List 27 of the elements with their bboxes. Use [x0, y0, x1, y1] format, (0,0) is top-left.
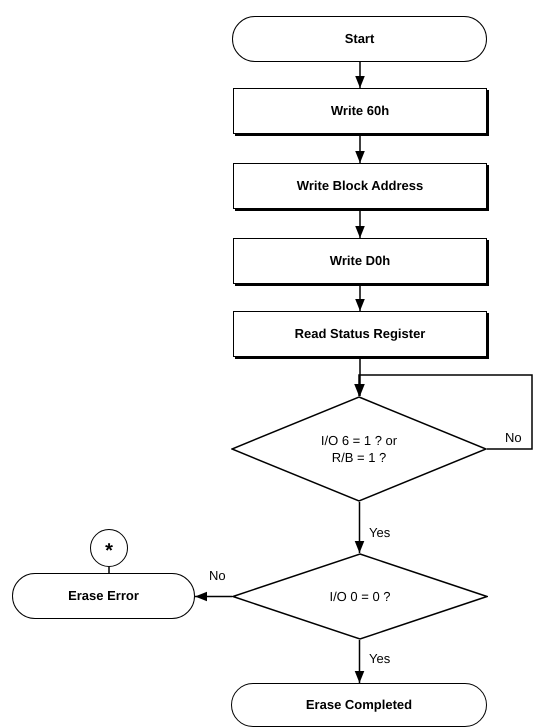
arrow [354, 640, 364, 683]
terminal-box [231, 683, 487, 727]
arrow [354, 374, 533, 450]
node-text: Erase Completed [306, 696, 412, 714]
node-text: * [105, 541, 113, 561]
node-text: Start [344, 30, 374, 48]
process-box [233, 163, 487, 209]
node-text: Read Status Register [294, 325, 426, 344]
arrow [355, 62, 365, 88]
terminal-box [232, 16, 487, 62]
node-text: Write Block Address [296, 177, 424, 196]
arrow [195, 592, 232, 602]
decision-diamond [232, 553, 488, 640]
node-text: I/O 0 = 0 ? [329, 588, 391, 605]
arrow [355, 134, 365, 163]
process-box [233, 88, 487, 134]
node-text: Write D0h [330, 252, 390, 270]
terminal-box [12, 573, 195, 619]
node-text: I/O 6 = 1 ? or R/B = 1 ? [320, 432, 398, 466]
process-box [233, 311, 487, 357]
decision-diamond [231, 396, 487, 502]
process-box [233, 238, 487, 284]
node-text: Erase Error [68, 587, 139, 606]
arrow [355, 284, 365, 311]
arrow [354, 502, 364, 553]
arrow [355, 209, 365, 238]
node-text: Write 60h [330, 102, 390, 120]
